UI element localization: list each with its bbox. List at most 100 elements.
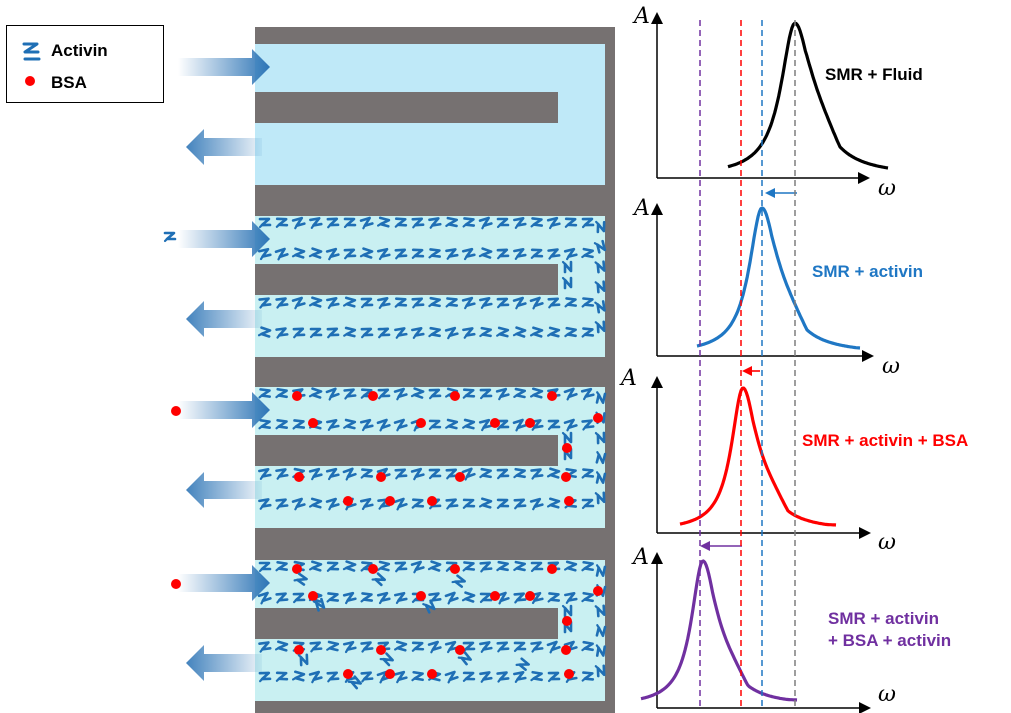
bsa-molecule <box>292 391 302 401</box>
channel-divider <box>255 264 558 295</box>
spectrum-plot-fluid <box>651 12 889 184</box>
bsa-molecule <box>294 645 304 655</box>
x-axis-arrowhead <box>858 172 870 184</box>
bsa-molecule <box>490 591 500 601</box>
y-axis-symbol: A <box>634 196 650 221</box>
channel-divider <box>255 435 558 466</box>
y-axis-symbol: A <box>633 545 649 570</box>
bsa-molecule <box>525 418 535 428</box>
bsa-dot-icon <box>25 76 35 86</box>
channel-panel-activin-bsa-activin <box>255 543 615 713</box>
bsa-molecule <box>562 616 572 626</box>
bsa-molecule <box>593 413 603 423</box>
outlet-arrow <box>186 645 262 681</box>
x-axis-arrowhead <box>859 702 871 713</box>
resonance-curve <box>640 559 798 702</box>
shift-arrow-head <box>742 366 752 376</box>
x-axis-symbol: ω <box>882 354 900 379</box>
resonance-curve <box>679 386 837 527</box>
bsa-molecule <box>368 391 378 401</box>
bsa-molecule <box>564 669 574 679</box>
channel-divider <box>255 608 558 639</box>
x-axis-symbol: ω <box>878 530 896 555</box>
bsa-molecule <box>450 391 460 401</box>
bsa-molecule <box>450 564 460 574</box>
legend-row-activin: Activin <box>7 39 108 63</box>
curve-label-activin: SMR + activin <box>812 262 924 281</box>
outlet-arrow <box>186 472 262 508</box>
y-axis-arrowhead <box>651 552 663 564</box>
bsa-molecule <box>308 418 318 428</box>
resonance-curve <box>727 21 889 170</box>
curve-label-fluid: SMR + Fluid <box>825 65 923 84</box>
curve-label-activin-bsa: SMR + activin + BSA <box>802 431 969 450</box>
bsa-molecule <box>490 418 500 428</box>
y-axis-arrowhead <box>651 376 663 388</box>
bsa-molecule <box>561 472 571 482</box>
legend-box: Activin BSA <box>6 25 164 103</box>
bsa-molecule <box>562 443 572 453</box>
bsa-molecule <box>427 669 437 679</box>
inlet-arrow <box>178 392 270 428</box>
inlet-arrow <box>178 49 270 85</box>
bsa-molecule <box>427 496 437 506</box>
channel-panel-fluid <box>255 27 615 200</box>
curve-label-line-1: SMR + activin <box>828 609 940 628</box>
inlet-arrow <box>178 565 270 601</box>
bsa-molecule <box>308 591 318 601</box>
flow-arrows-fluid <box>178 49 270 165</box>
frequency-shift-arrow <box>700 541 742 551</box>
x-axis-arrowhead <box>862 350 874 362</box>
bsa-inlet-icon <box>171 579 181 589</box>
legend-row-bsa: BSA <box>7 71 87 95</box>
channel-panel-activin-bsa <box>255 370 615 543</box>
bsa-molecule <box>593 586 603 596</box>
bsa-inlet-icon <box>171 406 181 416</box>
bsa-molecule <box>547 564 557 574</box>
y-axis-arrowhead <box>651 203 663 215</box>
activin-icon <box>22 42 41 61</box>
x-axis-symbol: ω <box>878 682 896 707</box>
curve-label-activin-bsa-activin: SMR + activin + BSA + activin <box>828 608 951 652</box>
frequency-shift-arrow <box>742 366 760 376</box>
x-axis-arrowhead <box>859 527 871 539</box>
bsa-molecule <box>525 591 535 601</box>
outlet-arrow <box>186 129 262 165</box>
bsa-molecule <box>455 645 465 655</box>
bsa-molecule <box>416 418 426 428</box>
frequency-shift-arrow <box>765 188 797 198</box>
bsa-molecule <box>294 472 304 482</box>
spectrum-plot-activin-bsa-activin <box>640 552 871 713</box>
resonance-curve <box>696 206 861 350</box>
spectrum-plot-activin-bsa <box>651 376 871 539</box>
activin-molecule <box>163 231 177 243</box>
y-axis-arrowhead <box>651 12 663 24</box>
bsa-molecule <box>385 496 395 506</box>
bsa-molecule <box>376 472 386 482</box>
shift-arrow-head <box>765 188 775 198</box>
bsa-molecule <box>385 669 395 679</box>
y-axis-symbol: A <box>634 4 650 29</box>
bsa-molecule <box>343 496 353 506</box>
flow-arrows-activin-bsa-activin <box>171 565 270 681</box>
channel-divider <box>255 92 558 123</box>
bsa-molecule <box>368 564 378 574</box>
legend-bsa-label: BSA <box>51 73 87 92</box>
channel-panel-activin <box>255 199 615 372</box>
x-axis-symbol: ω <box>878 176 896 201</box>
microchannel-panels <box>255 27 615 713</box>
flow-arrows-activin <box>163 221 270 337</box>
bsa-molecule <box>343 669 353 679</box>
shift-arrow-head <box>700 541 710 551</box>
bsa-molecule <box>561 645 571 655</box>
bsa-molecule <box>376 645 386 655</box>
bsa-molecule <box>455 472 465 482</box>
legend-activin-label: Activin <box>51 41 108 60</box>
curve-label-line-2: + BSA + activin <box>828 631 952 650</box>
bsa-molecule <box>416 591 426 601</box>
flow-arrows-activin-bsa <box>171 392 270 508</box>
bsa-molecule <box>547 391 557 401</box>
outlet-arrow <box>186 301 262 337</box>
y-axis-symbol: A <box>621 366 637 391</box>
